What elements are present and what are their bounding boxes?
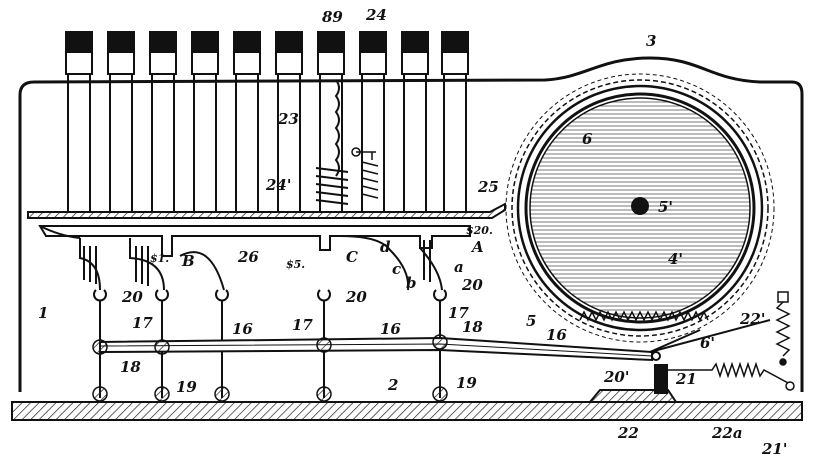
label-89: 89 (322, 8, 343, 26)
cam-arms (79, 235, 443, 291)
label-19-right: 19 (456, 374, 477, 392)
label-18-right: 18 (462, 318, 483, 336)
label-22: 22 (617, 424, 639, 442)
label-d: d (380, 238, 391, 256)
label-17-left: 17 (132, 314, 153, 332)
label-24: 24 (365, 6, 387, 24)
key-spring (315, 79, 349, 205)
pawl-spring (351, 147, 379, 199)
label-a: a (454, 258, 464, 276)
pawl (649, 319, 771, 361)
label-C: C (346, 248, 358, 266)
base-plate (11, 401, 803, 421)
label-17-right: 17 (448, 304, 469, 322)
key (401, 31, 429, 212)
label-20-left: 20 (121, 288, 143, 306)
label-5-prime: 5' (658, 198, 673, 216)
label-2: 2 (387, 376, 398, 394)
label-4-prime: 4' (668, 250, 683, 268)
label-20-prime: 20' (603, 368, 629, 386)
label-24-prime: 24' (265, 176, 291, 194)
key (65, 31, 93, 212)
key-bars (65, 31, 469, 212)
label-1: 1 (38, 304, 48, 322)
label-dollar-20: $20. (466, 224, 493, 237)
label-A: A (470, 238, 484, 256)
label-25: 25 (477, 178, 499, 196)
wheel-hub (631, 197, 649, 215)
label-B: B (181, 252, 195, 270)
label-16-right: 16 (546, 326, 567, 344)
label-26: 26 (237, 248, 259, 266)
casing (18, 56, 804, 392)
key (359, 31, 387, 212)
label-5: 5 (526, 312, 536, 330)
label-b: b (406, 274, 417, 292)
key (275, 31, 303, 212)
ratchet-teeth (579, 310, 709, 322)
key (149, 31, 177, 212)
key (191, 31, 219, 212)
spring-21 (668, 361, 795, 391)
label-dollar-5: $5. (286, 258, 305, 271)
label-22-prime: 22' (739, 310, 765, 328)
label-21: 21 (675, 370, 697, 388)
label-18-left: 18 (120, 358, 141, 376)
joints (92, 334, 448, 402)
key (107, 31, 135, 212)
dial-wheel (505, 73, 775, 343)
key (233, 31, 261, 212)
label-21-prime: 21' (761, 440, 787, 458)
bar-16 (99, 336, 653, 362)
lever-bar (38, 225, 471, 257)
label-22a: 22a (711, 424, 743, 442)
label-6-prime: 6' (700, 334, 715, 352)
label-19-left: 19 (176, 378, 197, 396)
label-c: c (392, 260, 401, 278)
label-20-middle: 20 (345, 288, 367, 306)
key (441, 31, 469, 212)
label-16-middle: 16 (380, 320, 401, 338)
label-20-right: 20 (461, 276, 483, 294)
label-23: 23 (277, 110, 299, 128)
plate-25 (27, 202, 506, 219)
spring-22 (775, 291, 791, 366)
post (654, 364, 668, 394)
label-16-left: 16 (232, 320, 253, 338)
key (317, 31, 345, 212)
label-dollar-1: $1. (150, 252, 169, 265)
label-3: 3 (646, 32, 656, 50)
label-6: 6 (582, 130, 593, 148)
reference-labels: 89 24 3 23 6 24' 5' 25 4' A $20. d C c b… (38, 6, 787, 458)
label-17-middle: 17 (292, 316, 313, 334)
